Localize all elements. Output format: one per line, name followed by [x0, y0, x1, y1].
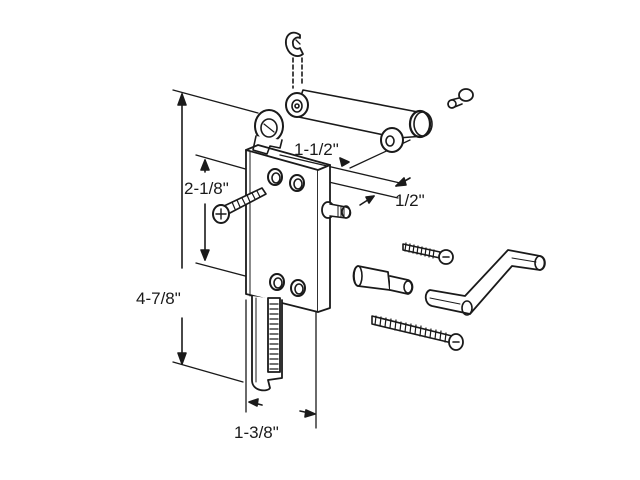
body-depth-label: 1/2": [395, 191, 425, 210]
long-screw: [371, 315, 464, 351]
short-screw: [402, 242, 454, 265]
link-dimension-lines: [279, 139, 411, 206]
link-arm: [285, 89, 433, 153]
overall-height-label: 4-7/8": [136, 289, 181, 308]
link-arm-length-label: 1-1/2": [294, 140, 339, 159]
crank-handle: [424, 249, 546, 316]
body-width-dimension: [245, 299, 317, 429]
mounting-screw: [212, 187, 267, 224]
overall-height-dimension: [172, 89, 259, 383]
pivot-rivet: [447, 88, 474, 109]
hole-spacing-label: 2-1/8": [184, 179, 229, 198]
e-clip: [285, 31, 304, 89]
drive-stud: [321, 201, 352, 219]
rack-slide: [251, 295, 283, 392]
body-width-label: 1-3/8": [234, 423, 279, 442]
spline-adapter: [352, 265, 414, 295]
